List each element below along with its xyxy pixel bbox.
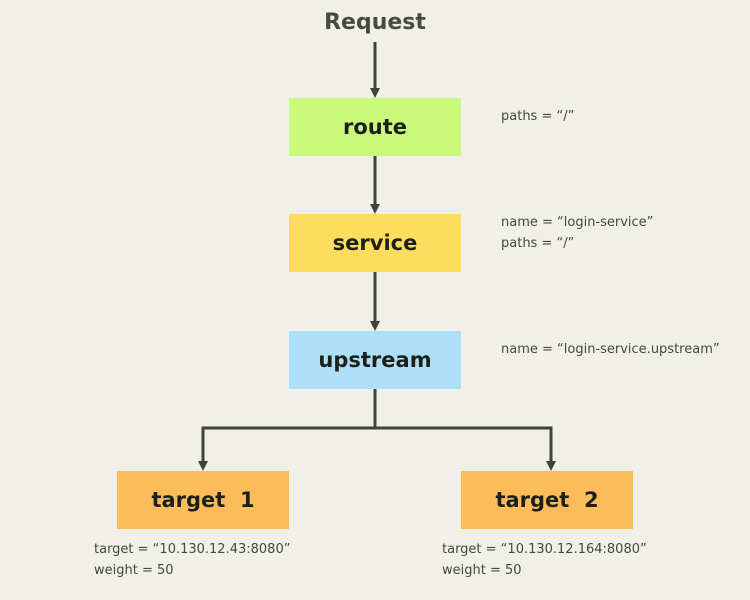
target-1-weight-note: weight = 50 bbox=[94, 563, 174, 578]
service-paths-note: paths = “/” bbox=[501, 236, 575, 251]
target-2-annotation: target = “10.130.12.164:8080” weight = 5… bbox=[442, 539, 647, 581]
target-2-address-note: target = “10.130.12.164:8080” bbox=[442, 542, 647, 557]
target-1-node: target 1 bbox=[117, 471, 289, 529]
service-node: service bbox=[289, 214, 461, 272]
service-label: service bbox=[332, 231, 418, 255]
target-1-annotation: target = “10.130.12.43:8080” weight = 50 bbox=[94, 539, 290, 581]
branch-line-right bbox=[375, 426, 556, 471]
service-annotation: name = “login-service” paths = “/” bbox=[501, 212, 653, 254]
upstream-node: upstream bbox=[289, 331, 461, 389]
branch-line bbox=[198, 389, 377, 471]
target-1-label: target 1 bbox=[151, 488, 255, 512]
upstream-annotation: name = “login-service.upstream” bbox=[501, 339, 720, 360]
target-1-address-note: target = “10.130.12.43:8080” bbox=[94, 542, 291, 557]
service-name-note: name = “login-service” bbox=[501, 215, 654, 230]
target-2-weight-note: weight = 50 bbox=[442, 563, 522, 578]
upstream-label: upstream bbox=[318, 348, 432, 372]
route-node: route bbox=[289, 98, 461, 156]
route-label: route bbox=[342, 115, 407, 139]
upstream-name-note: name = “login-service.upstream” bbox=[501, 342, 720, 357]
route-annotation: paths = “/” bbox=[501, 106, 574, 127]
request-label: Request bbox=[324, 10, 426, 35]
route-paths-note: paths = “/” bbox=[501, 109, 575, 124]
target-2-label: target 2 bbox=[495, 488, 599, 512]
target-2-node: target 2 bbox=[461, 471, 633, 529]
